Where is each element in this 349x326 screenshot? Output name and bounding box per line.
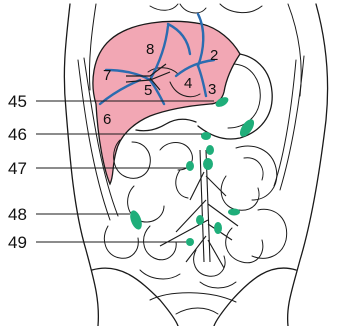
- lymph-node: [186, 161, 194, 171]
- lymph-node: [228, 209, 240, 216]
- station-label-46: 46: [8, 125, 27, 144]
- segment-label-4: 4: [184, 75, 192, 92]
- station-label-48: 48: [8, 205, 27, 224]
- lymph-node: [214, 222, 222, 234]
- segment-label-7: 7: [103, 67, 111, 84]
- station-label-47: 47: [8, 159, 27, 178]
- lymph-node: [203, 158, 213, 170]
- lymph-node: [206, 145, 214, 155]
- segment-label-2: 2: [210, 47, 218, 64]
- lymph-node: [201, 132, 211, 140]
- lymph-node: [186, 238, 194, 246]
- lymph-node: [196, 215, 204, 225]
- station-labels: 45 46 47 48 49: [8, 92, 27, 252]
- segment-label-6: 6: [103, 111, 111, 128]
- station-label-45: 45: [8, 92, 27, 111]
- station-label-49: 49: [8, 233, 27, 252]
- segment-label-5: 5: [144, 82, 152, 99]
- segment-label-3: 3: [208, 81, 216, 98]
- segment-label-8: 8: [146, 41, 154, 58]
